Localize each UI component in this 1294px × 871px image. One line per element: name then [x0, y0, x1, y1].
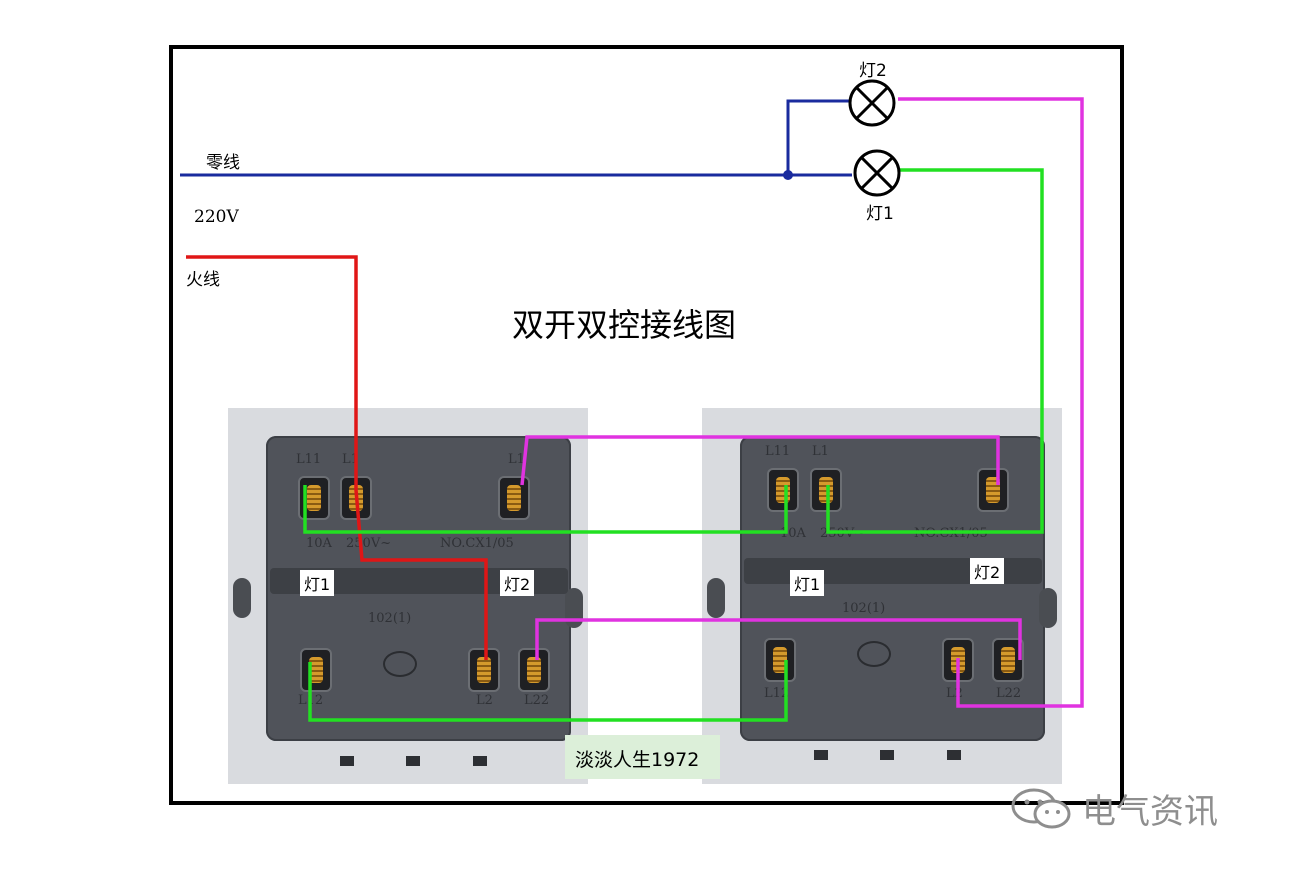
author-watermark: 淡淡人生1972: [575, 749, 700, 771]
bottom-notch-right-3: [947, 750, 961, 760]
bottom-notch-left-1: [340, 756, 354, 766]
bottom-notch-right-1: [814, 750, 828, 760]
switch-right-lamp1-tag: 灯1: [790, 570, 825, 596]
terminal-L22-left: [518, 648, 550, 692]
neutral-junction-dot: [783, 170, 793, 180]
voltage-label: 220V: [194, 207, 239, 227]
lamp1-wire-lower-link: [308, 660, 788, 722]
terminal-label-L22-left: L22: [524, 693, 550, 708]
print-model-left: NO.CX1/05: [440, 536, 514, 551]
lamp2-symbol: [848, 79, 896, 127]
terminal-label-L12-right: L12: [764, 686, 790, 701]
terminal-L2-left: [468, 648, 500, 692]
mount-ear-right-b: [1039, 588, 1057, 628]
ccc-mark-right: [857, 641, 891, 667]
ccc-mark-left: [383, 651, 417, 677]
terminal-L1b-left: [498, 476, 530, 520]
switch-right-lamp2-tag: 灯2: [970, 558, 1005, 584]
terminal-label-L1b-left: L1: [508, 452, 525, 467]
terminal-label-L11-left: L11: [296, 452, 322, 467]
brand-watermark: 电气资讯: [1082, 792, 1218, 832]
neutral-label: 零线: [206, 153, 240, 173]
terminal-label-L22-right: L22: [996, 686, 1022, 701]
live-label: 火线: [186, 270, 220, 290]
diagram-title: 双开双控接线图: [512, 306, 737, 344]
bottom-notch-left-3: [473, 756, 487, 766]
terminal-label-L1-right: L1: [812, 444, 829, 459]
author-watermark-box: 淡淡人生1972: [565, 735, 720, 779]
terminal-L12-left: [300, 648, 332, 692]
mount-ear-left-a: [233, 578, 251, 618]
lamp2-label: 灯2: [859, 61, 887, 81]
lamp1-wire-top: [826, 168, 1044, 534]
print-code-right: 102(1): [842, 601, 886, 616]
diagram-frame: [169, 45, 1124, 805]
terminal-label-L11-right: L11: [765, 444, 791, 459]
terminal-L11-right: [767, 468, 799, 512]
mount-ear-left-b: [565, 588, 583, 628]
switch-left-lamp1-tag: 灯1: [300, 570, 335, 596]
live-wire: [186, 255, 488, 660]
lamp1-label: 灯1: [866, 204, 894, 224]
lamp1-wire-upper-link: [303, 485, 788, 534]
mount-ear-right-a: [707, 578, 725, 618]
bottom-notch-left-2: [406, 756, 420, 766]
terminal-L12-right: [764, 638, 796, 682]
terminal-label-L2-left: L2: [476, 693, 493, 708]
bottom-notch-right-2: [880, 750, 894, 760]
print-code-left: 102(1): [368, 611, 412, 626]
neutral-wire: [180, 99, 852, 177]
print-rating-left: 10A: [306, 536, 332, 551]
print-voltage-left: 250V~: [346, 536, 392, 551]
lamp2-wire-upper-link: [520, 435, 1000, 486]
lamp2-wire-top: [898, 97, 1084, 708]
lamp2-wire-lower-link: [535, 618, 1022, 660]
wechat-icon: [1011, 788, 1071, 829]
switch-left-lamp2-tag: 灯2: [500, 570, 535, 596]
lamp1-symbol: [853, 149, 901, 197]
